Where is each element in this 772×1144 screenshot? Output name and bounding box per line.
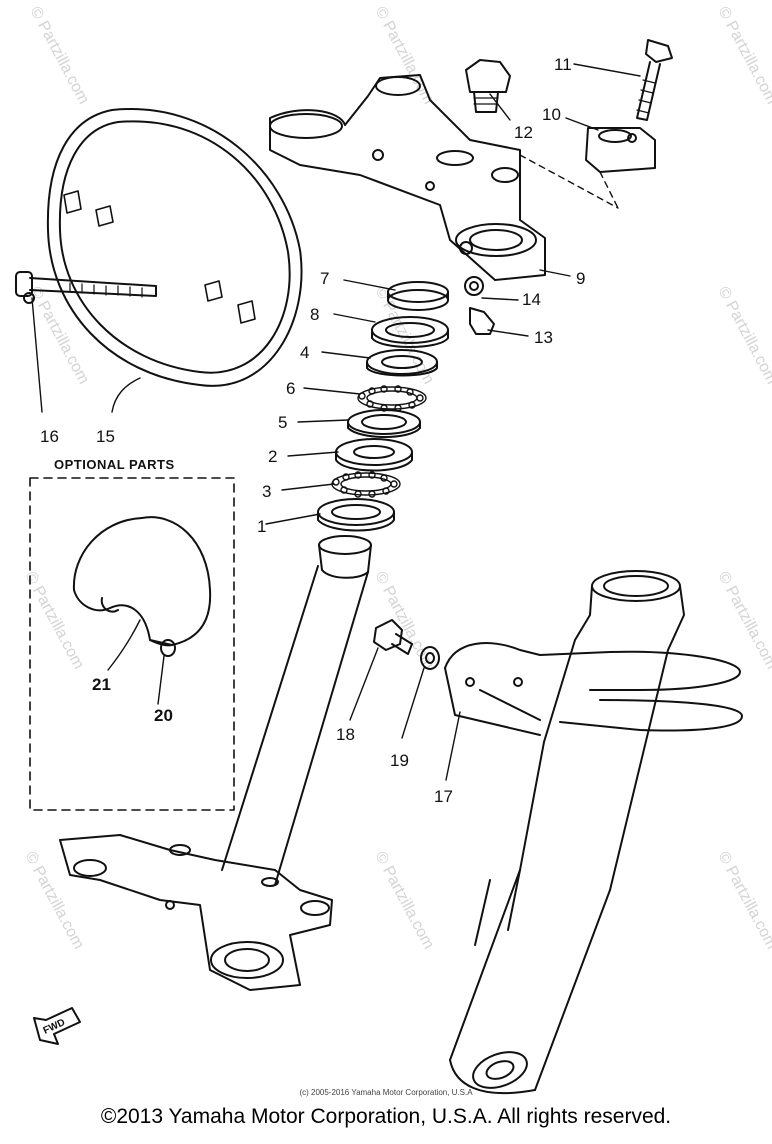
callout-15: 15 bbox=[96, 427, 115, 446]
watermark: © Partzilla.com bbox=[26, 284, 92, 387]
bracket-bolt bbox=[373, 619, 413, 655]
callout-8: 8 bbox=[310, 305, 319, 324]
callout-6: 6 bbox=[286, 379, 295, 398]
callout-12: 12 bbox=[514, 123, 533, 142]
top-bolt bbox=[465, 59, 511, 113]
callout-21: 21 bbox=[92, 675, 111, 694]
watermark: © Partzilla.com bbox=[714, 284, 772, 387]
ring-nut bbox=[387, 281, 449, 311]
leader-lines bbox=[31, 63, 641, 781]
callout-13: 13 bbox=[534, 328, 553, 347]
headlight-bolt bbox=[15, 271, 157, 304]
callout-10: 10 bbox=[542, 105, 561, 124]
leader-line bbox=[519, 154, 619, 209]
watermark: © Partzilla.com bbox=[371, 849, 437, 952]
watermark: © Partzilla.com bbox=[371, 569, 437, 672]
copyright-notice: ©2013 Yamaha Motor Corporation, U.S.A. A… bbox=[100, 1105, 672, 1128]
watermark: © Partzilla.com bbox=[26, 4, 92, 107]
callout-4: 4 bbox=[300, 343, 309, 362]
handlebar-clamp bbox=[585, 127, 656, 173]
callout-3: 3 bbox=[262, 482, 271, 501]
headlight-rim bbox=[46, 108, 303, 387]
lower-race bbox=[335, 438, 413, 472]
callout-19: 19 bbox=[390, 751, 409, 770]
callout-18: 18 bbox=[336, 725, 355, 744]
steering-stem bbox=[59, 535, 372, 991]
callout-2: 2 bbox=[268, 447, 277, 466]
watermark: © Partzilla.com bbox=[714, 569, 772, 672]
headlight-bracket bbox=[444, 642, 743, 736]
pinch-bolt bbox=[469, 307, 495, 335]
upper-bracket bbox=[269, 74, 546, 281]
callout-14: 14 bbox=[522, 290, 541, 309]
callout-5: 5 bbox=[278, 413, 287, 432]
small-credit: (c) 2005-2016 Yamaha Motor Corporation, … bbox=[299, 1088, 473, 1097]
lock-washer bbox=[464, 276, 484, 296]
callout-20: 20 bbox=[154, 706, 173, 725]
callout-labels: 1 2 3 4 5 6 7 8 9 10 11 12 13 14 15 16 1… bbox=[40, 55, 585, 1037]
lower-ball-bearing bbox=[331, 471, 401, 498]
fwd-arrow bbox=[33, 1007, 81, 1045]
callout-16: 16 bbox=[40, 427, 59, 446]
callout-11: 11 bbox=[554, 55, 572, 74]
watermark: © Partzilla.com bbox=[714, 4, 772, 107]
watermark: © Partzilla.com bbox=[714, 849, 772, 952]
visor-screw bbox=[160, 639, 176, 657]
callout-17: 17 bbox=[434, 787, 453, 806]
callout-7: 7 bbox=[320, 269, 329, 288]
upper-race bbox=[366, 349, 438, 377]
optional-parts-label: OPTIONAL PARTS bbox=[54, 457, 175, 472]
bearing-cover bbox=[371, 316, 449, 348]
callout-9: 9 bbox=[576, 269, 585, 288]
leader-line bbox=[599, 171, 619, 209]
clamp-bolt bbox=[636, 39, 673, 121]
front-fork bbox=[449, 570, 685, 1095]
optional-parts-box bbox=[29, 477, 235, 811]
watermark: © Partzilla.com bbox=[21, 849, 87, 952]
bracket-washer bbox=[420, 646, 440, 670]
watermark: © Partzilla.com bbox=[21, 569, 87, 672]
upper-ball-bearing bbox=[357, 385, 427, 412]
lower-ball-race bbox=[317, 498, 395, 532]
headlight-visor bbox=[72, 516, 212, 647]
callout-1: 1 bbox=[257, 517, 266, 536]
upper-ball-race bbox=[347, 409, 421, 438]
